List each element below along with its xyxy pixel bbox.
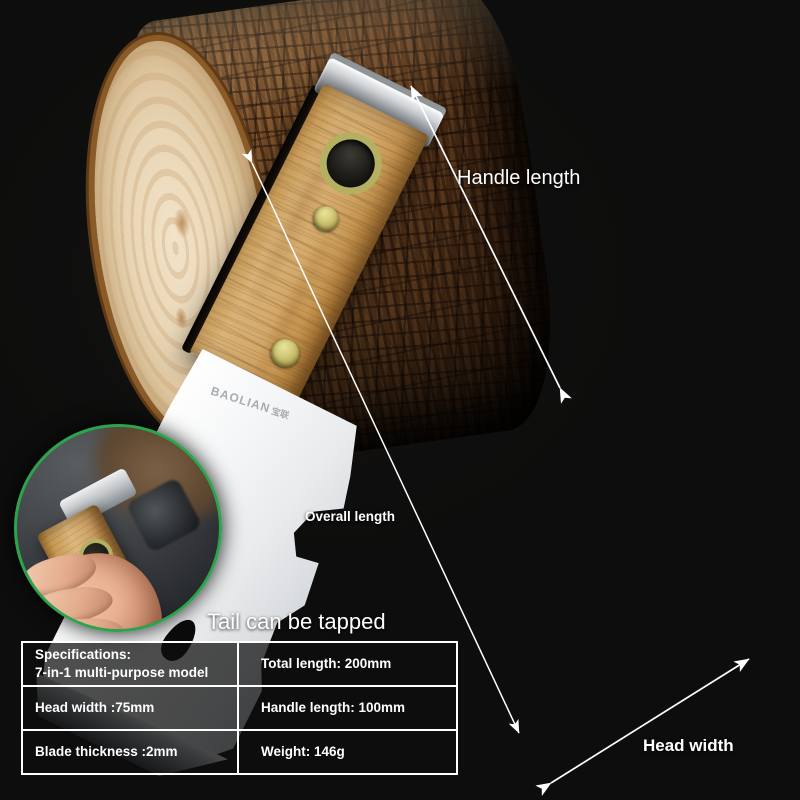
table-row: Blade thickness :2mm Weight: 146g [23,731,456,773]
table-cell-blade-thickness: Blade thickness :2mm [23,731,239,773]
cell-text: Blade thickness :2mm [35,744,178,760]
cell-text: Specifications: 7-in-1 multi-purpose mod… [35,647,209,680]
table-cell-total-length: Total length: 200mm [239,643,456,685]
label-tail-can-be-tapped: Tail can be tapped [207,609,386,634]
table-cell-handle-length: Handle length: 100mm [239,687,456,729]
log-knot [172,207,193,240]
table-cell-head-width: Head width :75mm [23,687,239,729]
inset-hand-grip-photo [14,424,222,632]
label-head-width: Head width [643,736,734,755]
table-cell-weight: Weight: 146g [239,731,456,773]
specifications-table: Specifications: 7-in-1 multi-purpose mod… [21,641,458,775]
cell-text: Handle length: 100mm [261,700,406,716]
table-row: Specifications: 7-in-1 multi-purpose mod… [23,643,456,687]
head-width-arrow [535,658,750,796]
label-overall-length: Overall length [305,509,396,524]
cell-text: Head width :75mm [35,700,155,716]
cell-text: Total length: 200mm [261,656,392,672]
label-handle-length: Handle length [457,167,581,189]
log-knot [174,307,189,331]
cell-text: Weight: 146g [261,744,345,760]
table-row: Head width :75mm Handle length: 100mm [23,687,456,731]
table-cell-specifications: Specifications: 7-in-1 multi-purpose mod… [23,643,239,685]
